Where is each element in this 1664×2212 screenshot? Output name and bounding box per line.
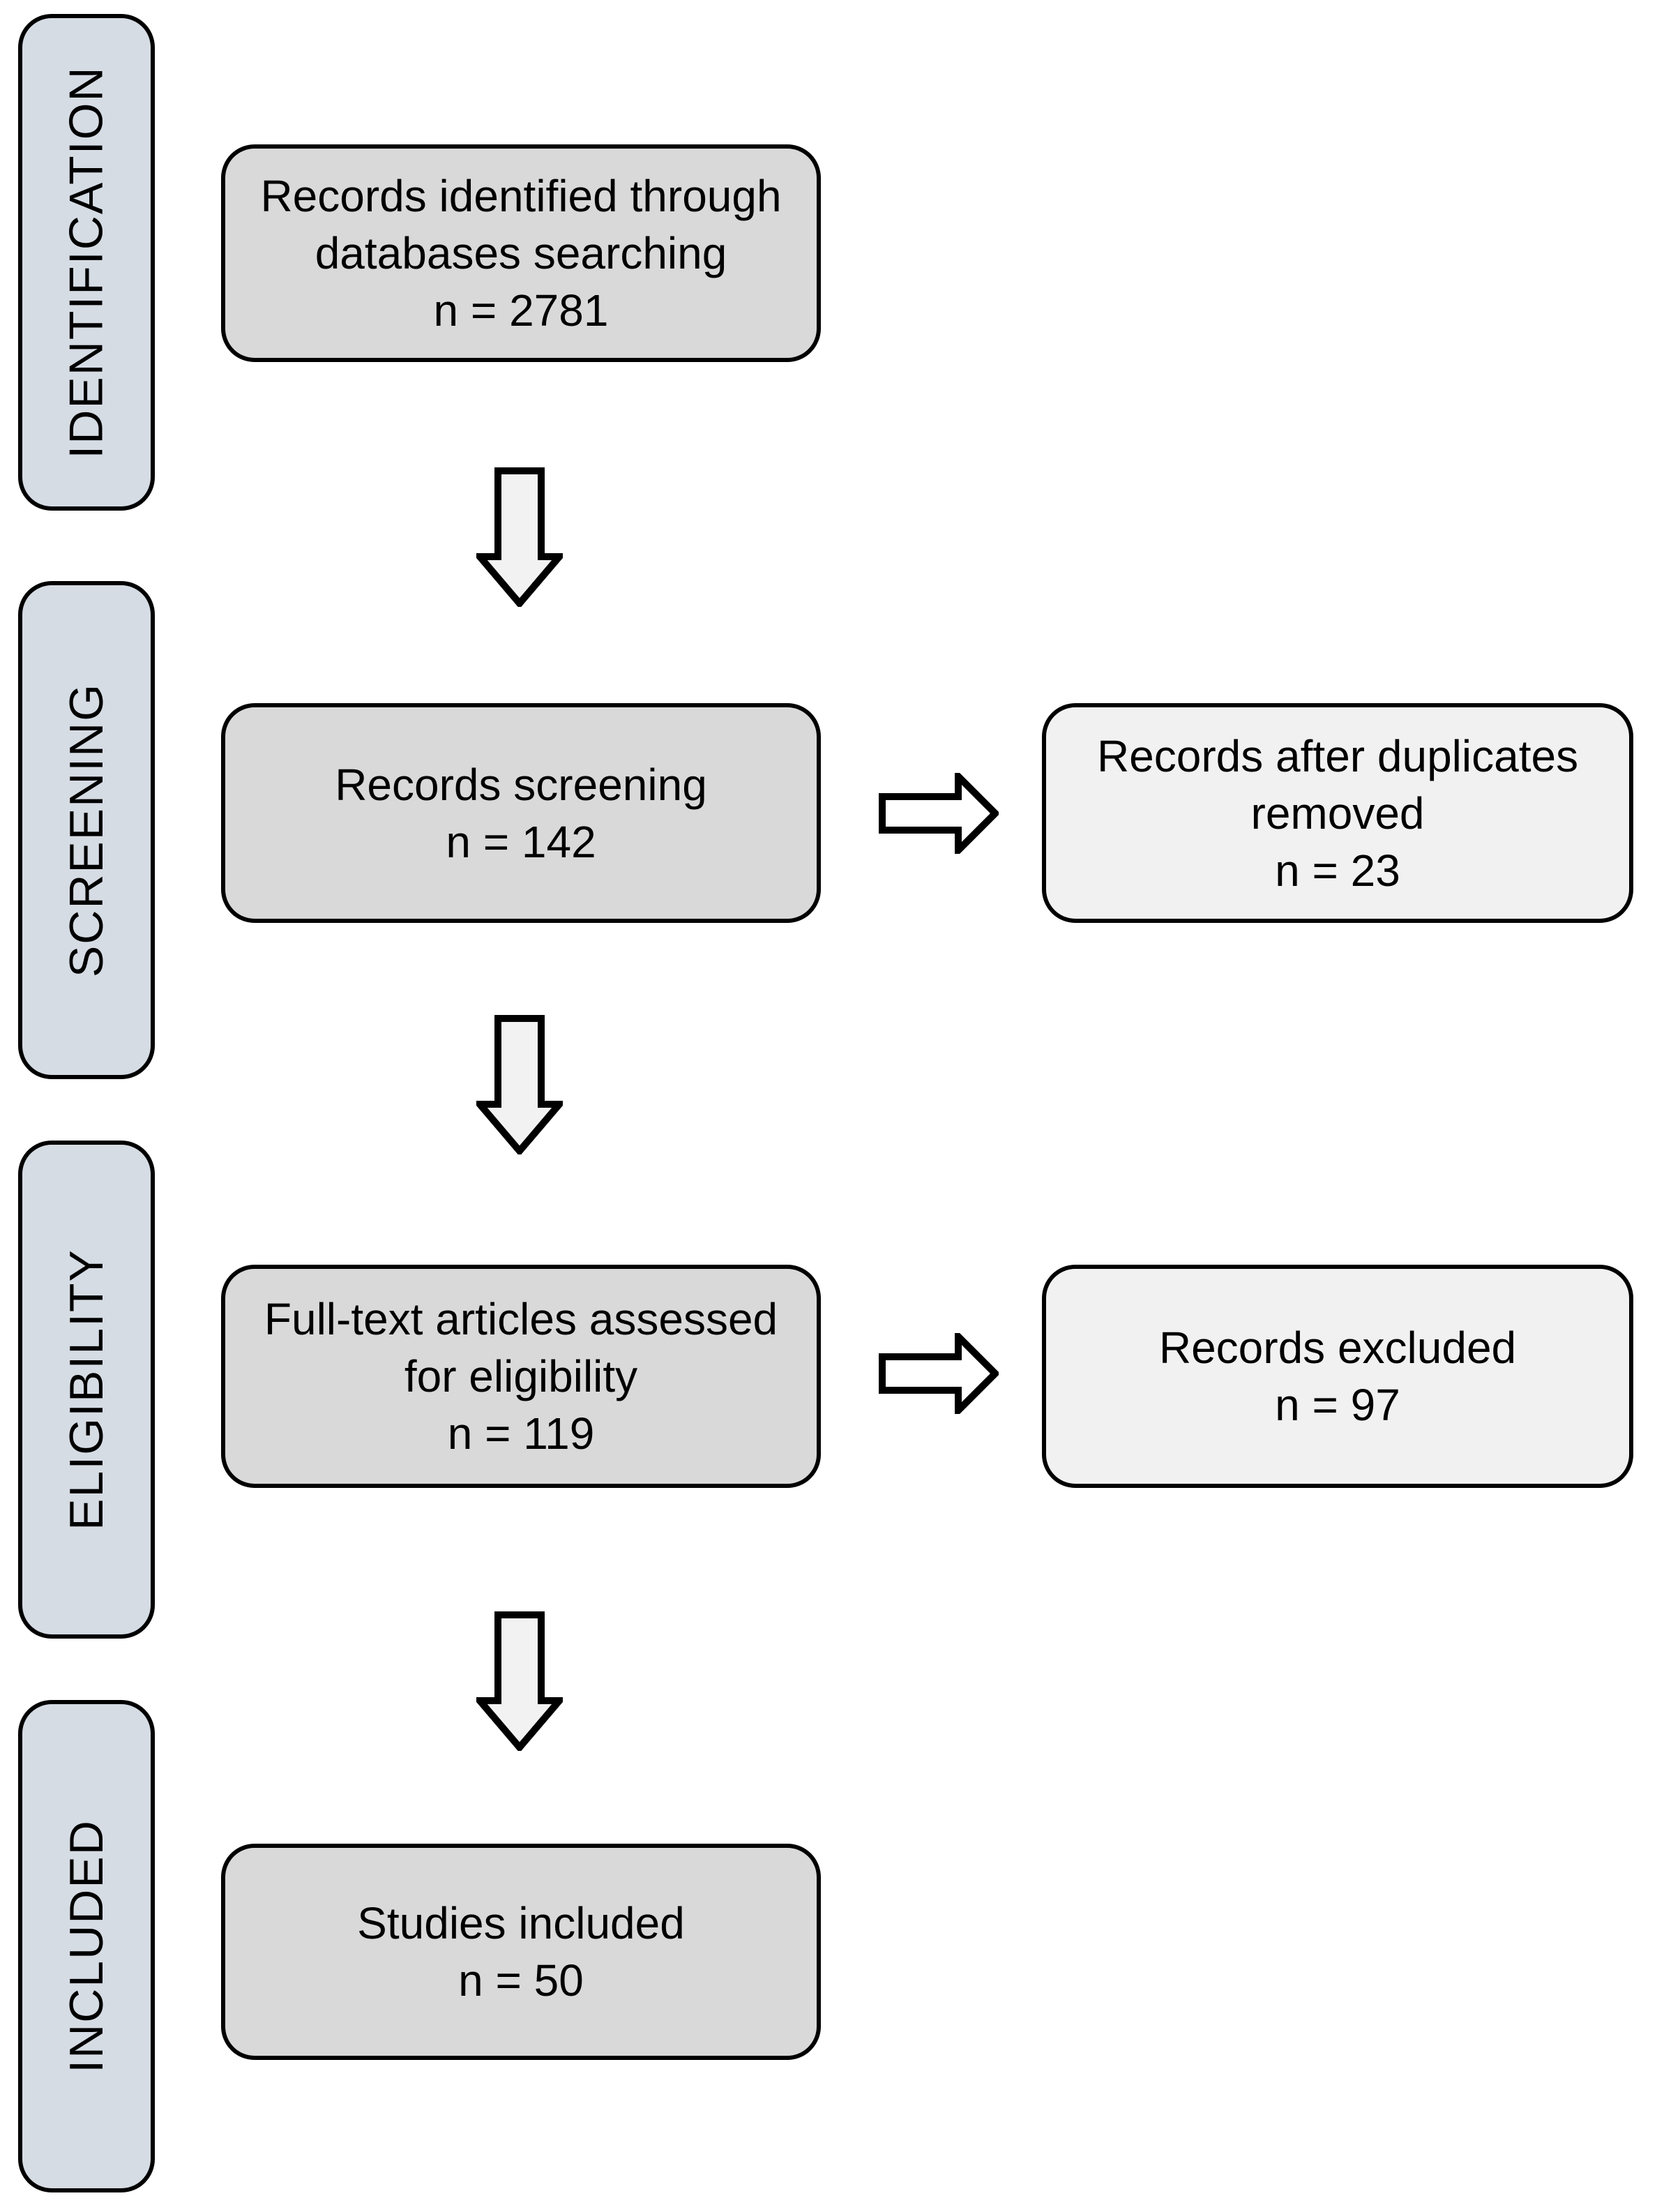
stage-box-eligibility: ELIGIBILITY [18,1141,155,1639]
stage-box-included: INCLUDED [18,1700,155,2192]
stage-label-screening: SCREENING [60,682,113,978]
box-count-line: n = 23 [1275,845,1400,896]
down-arrow-icon [476,467,563,607]
box-count-line: n = 119 [447,1408,595,1459]
box-text-line: Full-text articles assessed [264,1294,778,1344]
box-text-line: Records identified through [260,171,782,221]
box-text-line: removed [1250,788,1425,838]
box-text-line: databases searching [315,228,727,278]
right-arrow-icon [879,773,999,854]
box-count-line: n = 142 [446,816,596,867]
box-studies-included: Studies included n = 50 [221,1844,821,2060]
stage-box-identification: IDENTIFICATION [18,14,155,511]
stage-box-screening: SCREENING [18,581,155,1079]
box-count-line: n = 50 [458,1955,584,2006]
down-arrow-icon [476,1015,563,1154]
box-records-screening: Records screening n = 142 [221,703,821,923]
box-text-line: Records screening [335,759,707,810]
right-arrow-icon [879,1333,999,1414]
box-records-excluded: Records excluded n = 97 [1042,1265,1633,1488]
box-fulltext-assessed: Full-text articles assessed for eligibil… [221,1265,821,1488]
stage-label-included: INCLUDED [60,1819,114,2073]
stage-label-eligibility: ELIGIBILITY [60,1249,114,1530]
box-text-line: Records after duplicates [1096,730,1579,781]
box-text-line: Records excluded [1158,1323,1517,1373]
box-count-line: n = 97 [1275,1380,1400,1430]
box-records-identified: Records identified through databases sea… [221,144,821,362]
box-text-line: for eligibility [404,1351,638,1401]
box-duplicates-removed: Records after duplicates removed n = 23 [1042,703,1633,923]
box-text-line: Studies included [357,1898,685,1948]
down-arrow-icon [476,1611,563,1751]
stage-label-identification: IDENTIFICATION [60,66,114,459]
box-count-line: n = 2781 [433,285,609,336]
